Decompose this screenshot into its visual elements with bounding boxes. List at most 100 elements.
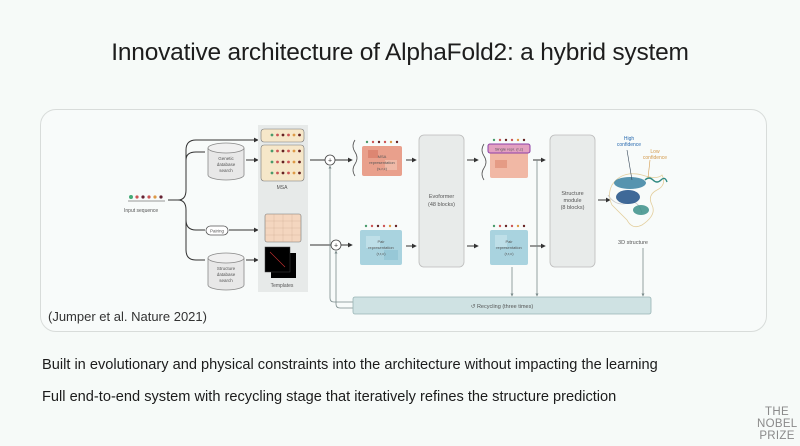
svg-text:representation: representation bbox=[369, 160, 395, 165]
residue-dot bbox=[504, 138, 508, 142]
residue-dot bbox=[383, 140, 387, 144]
templates-label: Templates bbox=[271, 283, 294, 289]
residue-dot bbox=[370, 224, 374, 228]
input-branch-arrows bbox=[168, 137, 259, 261]
residue-dot bbox=[510, 224, 514, 228]
pair-plus-circle: + bbox=[310, 239, 353, 251]
residue-dot bbox=[388, 224, 392, 228]
svg-text:MSA: MSA bbox=[378, 154, 387, 159]
residue-dot bbox=[281, 133, 285, 137]
residue-dot bbox=[382, 224, 386, 228]
residue-dot bbox=[498, 224, 502, 228]
residue-dot bbox=[522, 138, 526, 142]
residue-dot bbox=[276, 149, 279, 153]
svg-text:search: search bbox=[219, 278, 233, 283]
svg-text:Evoformer: Evoformer bbox=[429, 194, 455, 200]
svg-text:confidence: confidence bbox=[617, 142, 641, 148]
svg-text:confidence: confidence bbox=[643, 155, 667, 161]
residue-dot bbox=[516, 138, 520, 142]
residue-dot bbox=[516, 224, 520, 228]
residue-dot bbox=[298, 133, 301, 137]
svg-text:search: search bbox=[219, 168, 233, 173]
residue-dot bbox=[276, 160, 279, 164]
msa-block: MSA bbox=[260, 128, 305, 191]
input-sequence-label: Input sequence bbox=[124, 208, 158, 214]
residue-dot bbox=[287, 133, 290, 137]
msa-plus-circle: + bbox=[310, 154, 353, 166]
templates-stack: Templates bbox=[264, 246, 296, 289]
residue-dot bbox=[492, 224, 496, 228]
residue-dot bbox=[364, 224, 368, 228]
svg-text:(s,r,c): (s,r,c) bbox=[377, 166, 388, 171]
svg-text:(48 blocks): (48 blocks) bbox=[428, 202, 455, 208]
pair-representation-block: Pair representation (r,r,c) bbox=[360, 224, 402, 265]
residue-dot bbox=[292, 149, 296, 153]
residue-dot bbox=[287, 171, 290, 175]
residue-dot bbox=[270, 133, 274, 137]
residue-dot bbox=[292, 133, 296, 137]
slide-title: Innovative architecture of AlphaFold2: a… bbox=[111, 39, 689, 66]
high-confidence-label: High bbox=[624, 136, 635, 142]
recycling-bar: ↺ Recycling (three times) bbox=[352, 296, 652, 315]
svg-text:(r,r,c): (r,r,c) bbox=[504, 251, 514, 256]
residue-dot bbox=[298, 149, 301, 153]
nobel-prize-logo: THE NOBEL PRIZE bbox=[757, 406, 798, 442]
residue-dot bbox=[276, 133, 279, 137]
msa-label: MSA bbox=[277, 185, 289, 191]
residue-dot bbox=[287, 149, 290, 153]
svg-text:Genetic: Genetic bbox=[218, 156, 234, 161]
svg-text:Structure: Structure bbox=[561, 191, 583, 197]
3d-structure-label: 3D structure bbox=[618, 240, 648, 246]
genetic-database-cylinder: Genetic database search bbox=[207, 142, 245, 181]
residue-dot bbox=[276, 171, 279, 175]
residue-dot bbox=[270, 160, 274, 164]
structure-database-cylinder: Structure database search bbox=[207, 252, 245, 291]
svg-text:Pair: Pair bbox=[505, 239, 513, 244]
residue-dot bbox=[292, 160, 296, 164]
residue-dot bbox=[281, 160, 285, 164]
diagram-panel bbox=[40, 109, 767, 332]
residue-dot bbox=[395, 140, 399, 144]
msa-representation-block: MSA representation (s,r,c) bbox=[352, 139, 402, 177]
pair-template-grid bbox=[264, 213, 302, 243]
residue-dot bbox=[292, 171, 296, 175]
residue-dot bbox=[270, 171, 274, 175]
residue-dot bbox=[389, 140, 393, 144]
svg-text:Structure: Structure bbox=[217, 266, 236, 271]
bullet-point: Full end-to-end system with recycling st… bbox=[42, 389, 617, 405]
svg-text:Single repr. (r,c): Single repr. (r,c) bbox=[495, 147, 524, 152]
pairing-pill: Pairing bbox=[205, 225, 229, 236]
citation: (Jumper et al. Nature 2021) bbox=[48, 309, 207, 324]
residue-dot bbox=[510, 138, 514, 142]
protein-3d-structure: High confidence Low confidence 3D struct… bbox=[607, 136, 668, 246]
residue-dot bbox=[394, 224, 398, 228]
svg-text:+: + bbox=[334, 243, 338, 250]
residue-dot bbox=[492, 138, 496, 142]
residue-dot bbox=[365, 140, 369, 144]
residue-dot bbox=[298, 171, 301, 175]
bullet-point: Built in evolutionary and physical const… bbox=[42, 357, 658, 373]
svg-text:(r,r,c): (r,r,c) bbox=[376, 251, 386, 256]
svg-text:+: + bbox=[328, 158, 332, 165]
residue-dot bbox=[371, 140, 375, 144]
residue-dot bbox=[376, 224, 380, 228]
residue-dot bbox=[287, 160, 290, 164]
residue-dot bbox=[270, 149, 274, 153]
svg-text:Pairing: Pairing bbox=[210, 229, 225, 234]
pair-representation-output-block: Pair representation (r,r,c) bbox=[490, 224, 528, 265]
residue-dot bbox=[281, 149, 285, 153]
svg-text:database: database bbox=[217, 272, 236, 277]
residue-dot bbox=[504, 224, 508, 228]
svg-text:representation: representation bbox=[496, 245, 522, 250]
residue-dot bbox=[377, 140, 381, 144]
svg-text:(8 blocks): (8 blocks) bbox=[561, 205, 585, 211]
svg-text:database: database bbox=[217, 162, 236, 167]
residue-dot bbox=[281, 171, 285, 175]
recycling-connections bbox=[328, 160, 645, 309]
residue-dot bbox=[522, 224, 526, 228]
svg-text:module: module bbox=[563, 198, 581, 204]
svg-text:representation: representation bbox=[368, 245, 394, 250]
single-representation-block: Single repr. (r,c) bbox=[481, 138, 531, 181]
svg-text:↺ Recycling (three times): ↺ Recycling (three times) bbox=[471, 303, 534, 310]
